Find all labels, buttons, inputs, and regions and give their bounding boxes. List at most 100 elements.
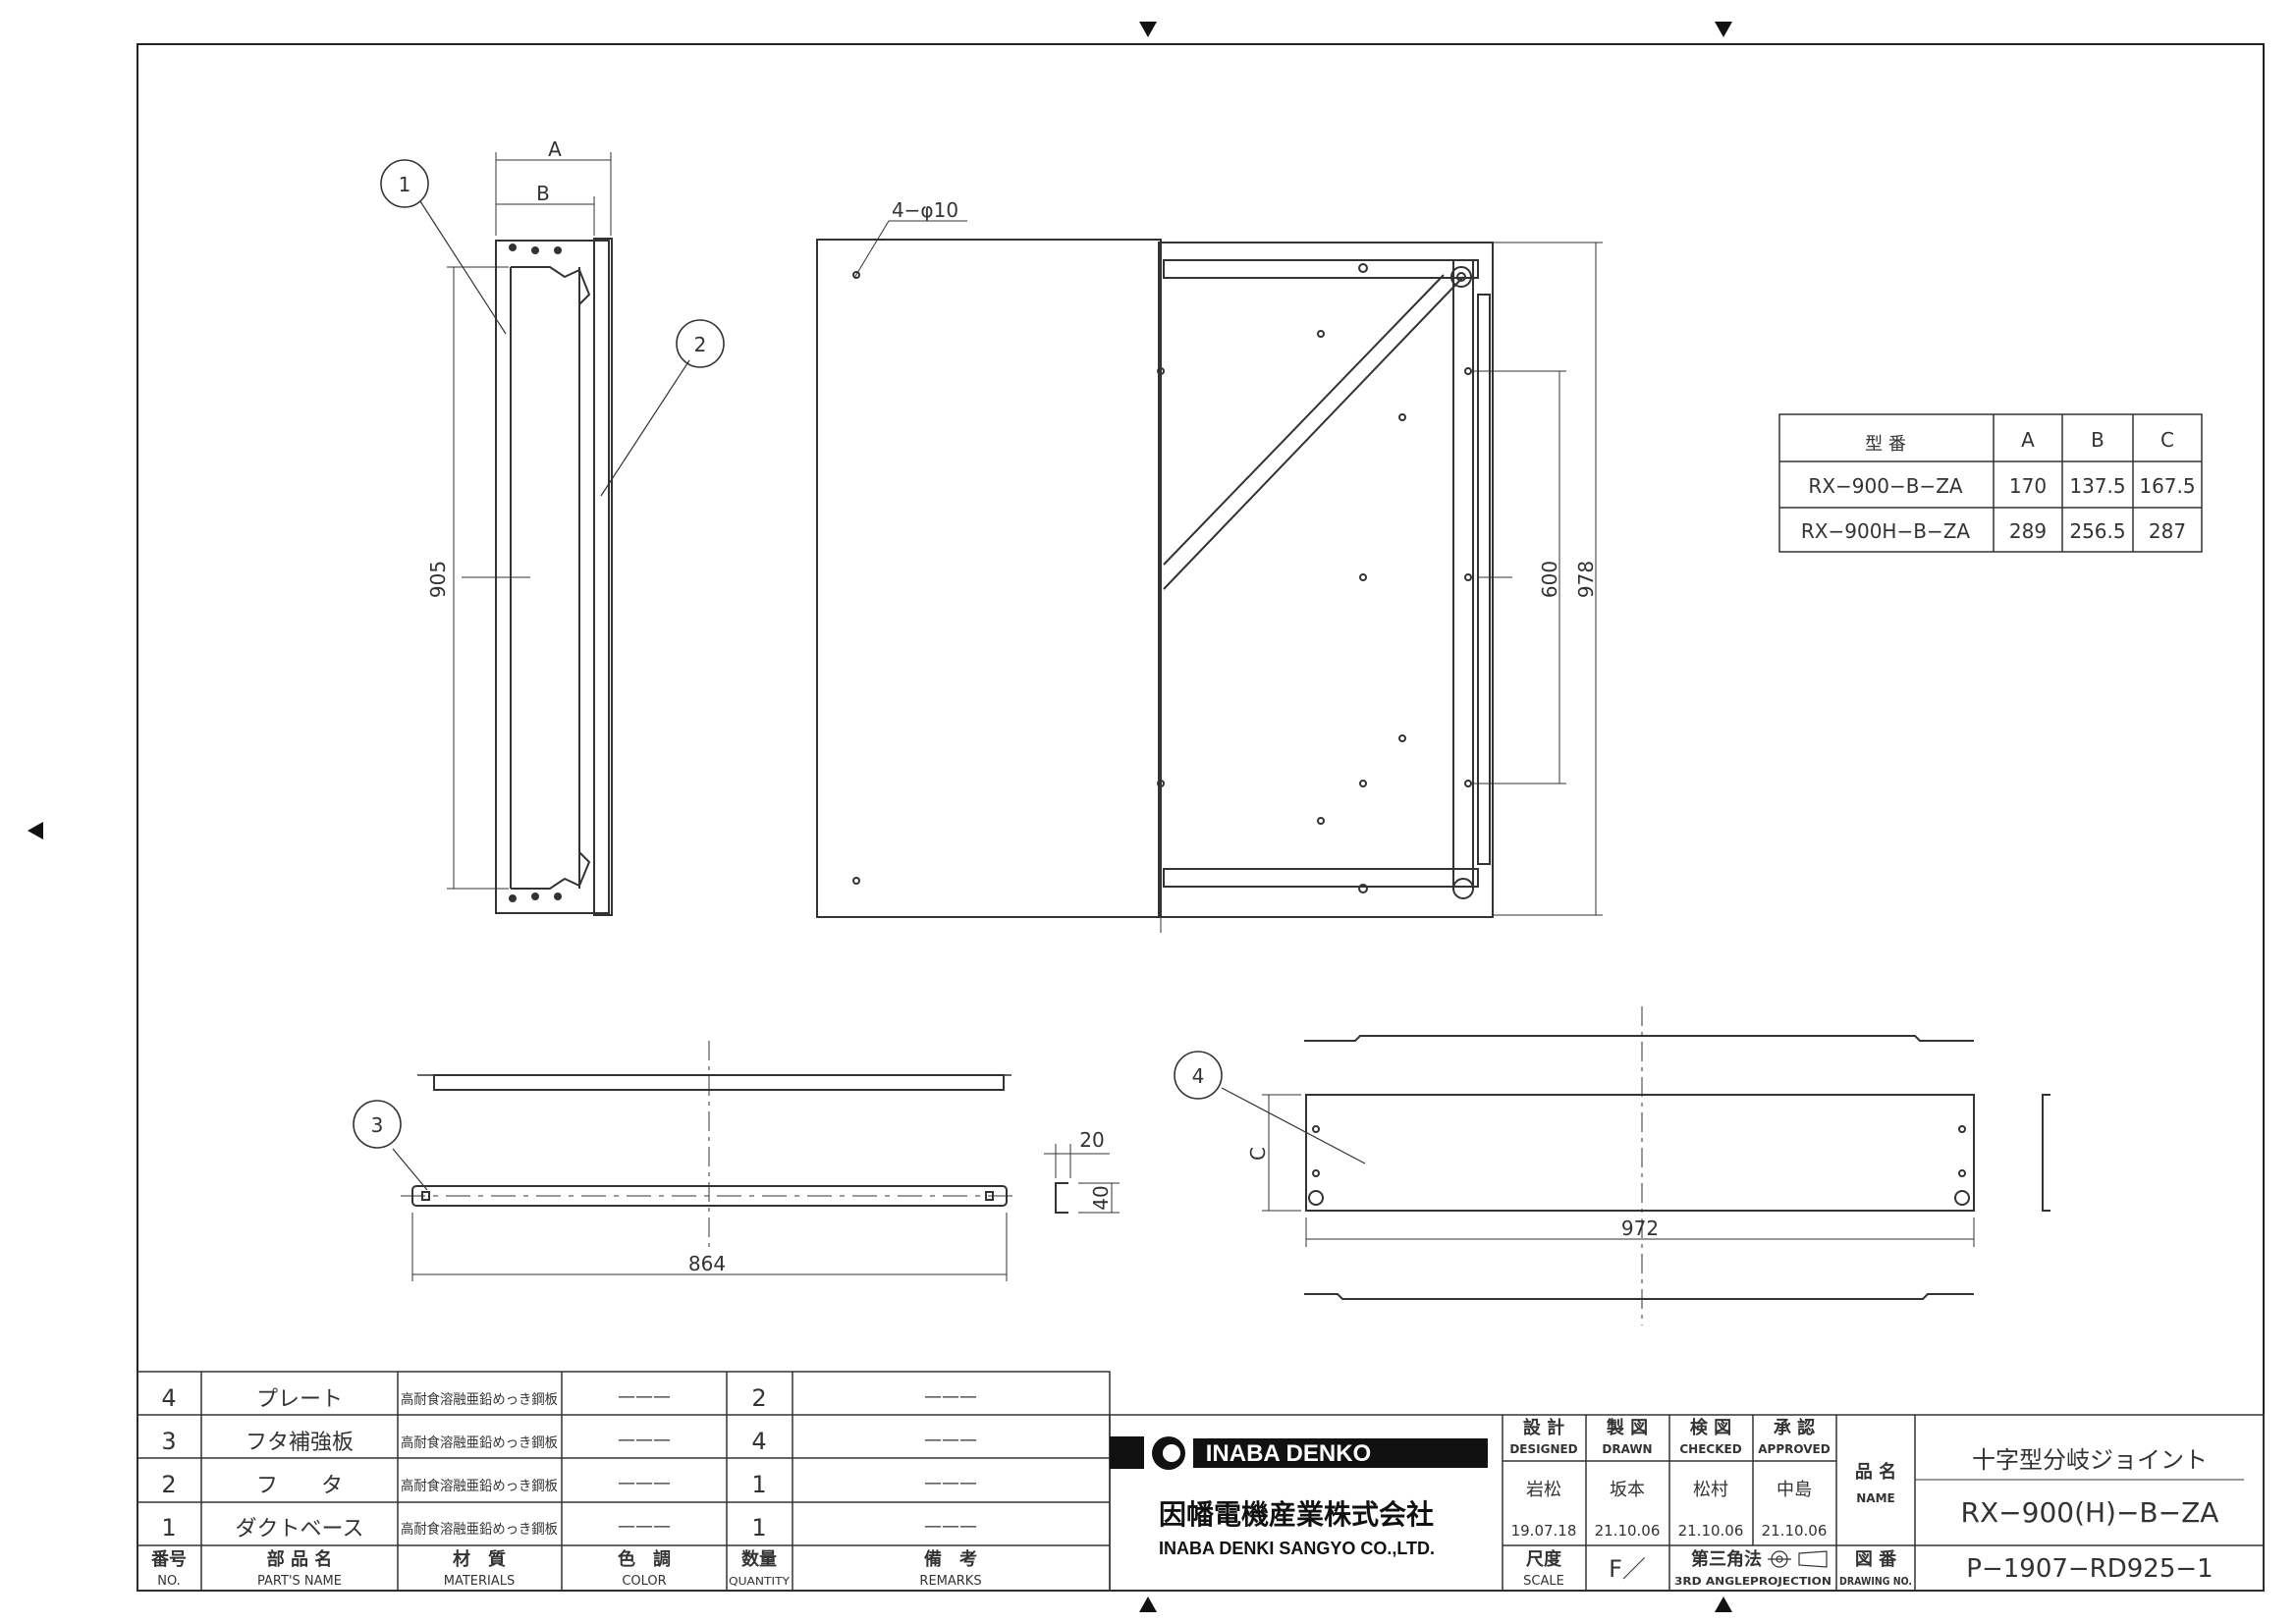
side-view (419, 152, 690, 916)
drawing-no-en: DRAWING NO. (1839, 1575, 1912, 1588)
holes-label: 4−φ10 (892, 198, 958, 222)
header-remarks-jp: 備 考 (924, 1548, 977, 1570)
projection-en: 3RD ANGLEPROJECTION (1674, 1575, 1831, 1588)
header-no-jp: 番号 (150, 1549, 187, 1570)
callout-label-3: 3 (371, 1113, 384, 1137)
part-material: 高耐食溶融亜鉛めっき鋼板 (401, 1434, 558, 1451)
title-block-grid (1109, 1414, 2265, 1592)
spec-row1-model: RX−900−B−ZA (1808, 474, 1962, 498)
dim-20-label: 20 (1079, 1128, 1104, 1152)
reinforcement-plate-view (392, 1041, 1120, 1281)
spec-row1-c: 167.5 (2139, 474, 2195, 498)
dim-905-label: 905 (426, 561, 450, 598)
drawing-number: P−1907−RD925−1 (1966, 1554, 2213, 1584)
header-material-en: MATERIALS (444, 1574, 516, 1589)
checked-en: CHECKED (1679, 1442, 1741, 1456)
checked-date: 21.10.06 (1678, 1522, 1744, 1540)
header-no-en: NO. (157, 1574, 181, 1589)
company-name-jp: 因幡電機産業株式会社 (1159, 1498, 1434, 1531)
spec-header-model: 型 番 (1865, 434, 1906, 455)
part-name: ダクトベース (236, 1517, 364, 1542)
checked-jp: 検 図 (1690, 1417, 1731, 1438)
center-mark-left (27, 822, 43, 839)
dim-c-label: C (1246, 1147, 1270, 1161)
part-no: 4 (161, 1384, 176, 1412)
model-number: RX−900(H)−B−ZA (1961, 1496, 2219, 1529)
spec-table (1778, 413, 2203, 553)
part-remarks: ——— (924, 1430, 977, 1450)
spec-header-c: C (2160, 428, 2174, 452)
drawing-no-jp: 図 番 (1855, 1549, 1897, 1570)
name-label-jp: 品 名 (1855, 1461, 1896, 1483)
part-color: ——— (618, 1430, 671, 1450)
header-color-jp: 色 調 (618, 1548, 671, 1570)
designed-date: 19.07.18 (1511, 1522, 1577, 1540)
part-color: ——— (618, 1516, 671, 1537)
projection-symbol-icon (1768, 1550, 1828, 1568)
part-remarks: ——— (924, 1386, 977, 1407)
callout-label-2: 2 (694, 333, 707, 356)
parts-list-headers: 番号 NO. 部 品 名 PART'S NAME 材 質 MATERIALS 色… (150, 1548, 982, 1589)
spec-row2-c: 287 (2149, 519, 2186, 543)
dim-864-label: 864 (688, 1252, 726, 1275)
parts-list-rows: 4 プレート 高耐食溶融亜鉛めっき鋼板 ——— 2 ——— 3 フタ補強板 高耐… (161, 1384, 977, 1542)
part-material: 高耐食溶融亜鉛めっき鋼板 (401, 1478, 558, 1494)
part-remarks: ——— (924, 1473, 977, 1493)
header-name-jp: 部 品 名 (267, 1548, 333, 1570)
center-mark-bottom-left (1139, 1596, 1157, 1612)
dim-978-label: 978 (1574, 561, 1598, 598)
header-qty-jp: 数量 (741, 1548, 777, 1570)
callout-circle-3 (353, 1100, 402, 1149)
projection-jp: 第三角法 (1691, 1548, 1762, 1570)
header-remarks-en: REMARKS (919, 1574, 981, 1589)
brand-text: INABA DENKO (1206, 1440, 1371, 1467)
part-qty: 4 (751, 1428, 766, 1455)
part-no: 3 (161, 1428, 176, 1455)
spec-header-a: A (2021, 428, 2035, 452)
product-name: 十字型分岐ジョイント (1972, 1446, 2208, 1474)
header-color-en: COLOR (622, 1574, 666, 1589)
checked-name: 松村 (1693, 1480, 1728, 1500)
designed-en: DESIGNED (1509, 1442, 1577, 1456)
center-mark-top-right (1715, 22, 1732, 37)
part-name: フタ補強板 (246, 1431, 354, 1455)
part-color: ——— (618, 1386, 671, 1407)
scale-en: SCALE (1523, 1574, 1564, 1589)
part-qty: 1 (751, 1514, 766, 1542)
spec-row1-a: 170 (2009, 474, 2047, 498)
part-no: 2 (161, 1471, 176, 1498)
approved-en: APPROVED (1758, 1442, 1830, 1456)
callout-label-4: 4 (1192, 1064, 1205, 1088)
part-color: ——— (618, 1473, 671, 1493)
part-remarks: ——— (924, 1516, 977, 1537)
spec-row2-model: RX−900H−B−ZA (1801, 519, 1971, 543)
company-name-en: INABA DENKI SANGYO CO.,LTD. (1159, 1539, 1435, 1558)
part-name: フ タ (256, 1474, 343, 1498)
header-name-en: PART'S NAME (257, 1574, 342, 1589)
drawn-jp: 製 図 (1606, 1418, 1648, 1438)
drawn-date: 21.10.06 (1595, 1522, 1661, 1540)
sheet-border (137, 43, 2265, 1592)
designed-jp: 設 計 (1523, 1417, 1564, 1438)
plate-view (1221, 1006, 2050, 1325)
designed-name: 岩松 (1526, 1480, 1561, 1500)
header-material-jp: 材 質 (453, 1548, 506, 1570)
part-material: 高耐食溶融亜鉛めっき鋼板 (401, 1521, 558, 1538)
drawn-name: 坂本 (1610, 1480, 1645, 1500)
part-qty: 1 (751, 1471, 766, 1498)
spec-row2-a: 289 (2009, 519, 2047, 543)
spec-row2-b: 256.5 (2069, 519, 2125, 543)
part-material: 高耐食溶融亜鉛めっき鋼板 (401, 1391, 558, 1408)
center-mark-bottom-right (1715, 1596, 1732, 1612)
approved-name: 中島 (1777, 1480, 1812, 1500)
logo-banner (1193, 1438, 1488, 1468)
logo-mark-square (1110, 1436, 1144, 1469)
dim-972-label: 972 (1621, 1217, 1659, 1240)
dim-40-label: 40 (1089, 1185, 1113, 1210)
scale-value: F／ (1609, 1555, 1646, 1583)
dim-600-label: 600 (1538, 561, 1561, 598)
spec-header-b: B (2091, 428, 2105, 452)
callout-circle-1 (380, 159, 429, 208)
callout-circle-4 (1174, 1051, 1223, 1100)
